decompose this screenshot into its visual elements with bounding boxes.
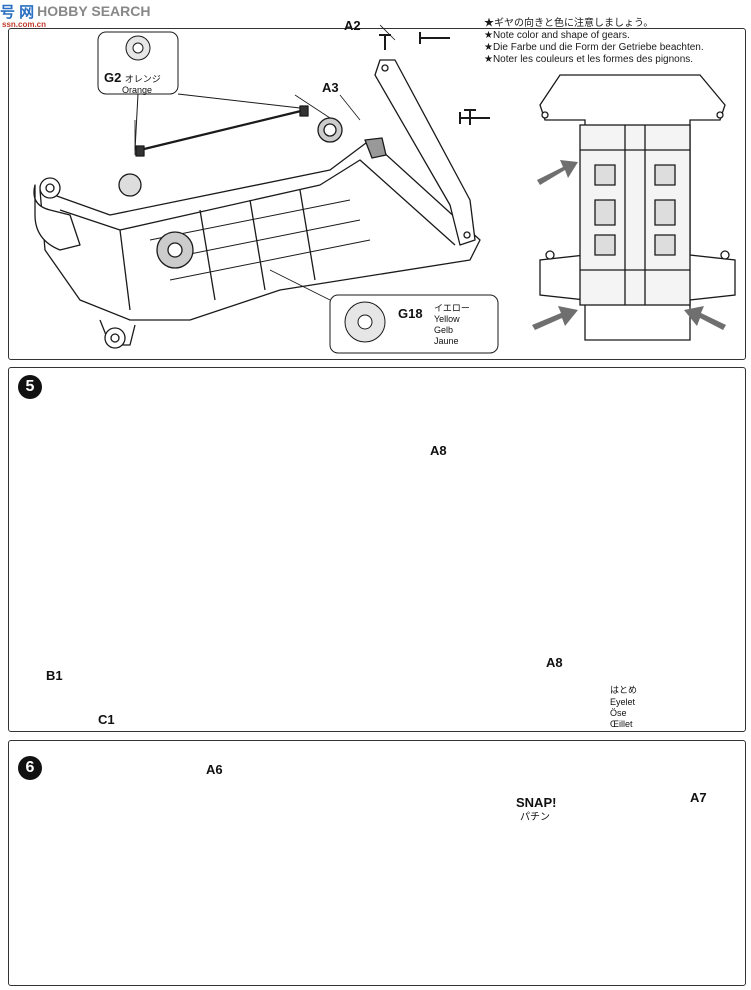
gear-g2-label: G2 オレンジ bbox=[104, 70, 161, 85]
gear-g18-de: Gelb bbox=[434, 325, 454, 335]
part-label-a6: A6 bbox=[206, 762, 223, 777]
part-label-a8-top: A8 bbox=[430, 443, 447, 458]
watermark-logo: 号 网 bbox=[0, 3, 35, 21]
assembly-notes: ★ギヤの向きと色に注意しましょう。 ★Note color and shape … bbox=[484, 18, 704, 66]
step-6-badge: 6 bbox=[18, 756, 42, 780]
gear-g18-fr: Jaune bbox=[434, 336, 459, 346]
step-5-panel bbox=[8, 367, 746, 732]
watermark-site: HOBBY SEARCH bbox=[37, 3, 151, 19]
note-jp: ★ギヤの向きと色に注意しましょう。 bbox=[484, 18, 654, 29]
note-fr: ★Noter les couleurs et les formes des pi… bbox=[484, 54, 694, 65]
part-label-c1: C1 bbox=[98, 712, 115, 727]
part-label-a2: A2 bbox=[344, 18, 361, 33]
watermark: 号 网 HOBBY SEARCH bbox=[0, 0, 150, 22]
gear-g18-jp: イエロー bbox=[434, 303, 470, 313]
snap-label-jp: パチン bbox=[520, 812, 550, 823]
gear-g2-jp: オレンジ bbox=[124, 74, 161, 84]
note-de: ★Die Farbe und die Form der Getriebe bea… bbox=[484, 42, 704, 53]
part-label-a7: A7 bbox=[690, 790, 707, 805]
snap-label-en: SNAP! bbox=[516, 795, 557, 810]
note-en: ★Note color and shape of gears. bbox=[484, 30, 630, 41]
step-6-panel bbox=[8, 740, 746, 986]
gear-g18-en: Yellow bbox=[434, 314, 460, 324]
eyelet-jp: はとめ bbox=[610, 685, 638, 695]
gear-g2-en: Orange bbox=[122, 85, 153, 95]
step-5-badge: 5 bbox=[18, 375, 42, 399]
eyelet-fr: Œillet bbox=[610, 719, 633, 729]
part-label-a8-bottom: A8 bbox=[546, 655, 563, 670]
gear-g18-code: G18 bbox=[398, 306, 423, 321]
eyelet-de: Öse bbox=[610, 708, 627, 718]
part-label-a3: A3 bbox=[322, 80, 339, 95]
gear-g2-code: G2 bbox=[104, 70, 122, 85]
part-label-b1: B1 bbox=[46, 668, 63, 683]
eyelet-en: Eyelet bbox=[610, 697, 636, 707]
watermark-url: ssn.com.cn bbox=[2, 20, 47, 29]
